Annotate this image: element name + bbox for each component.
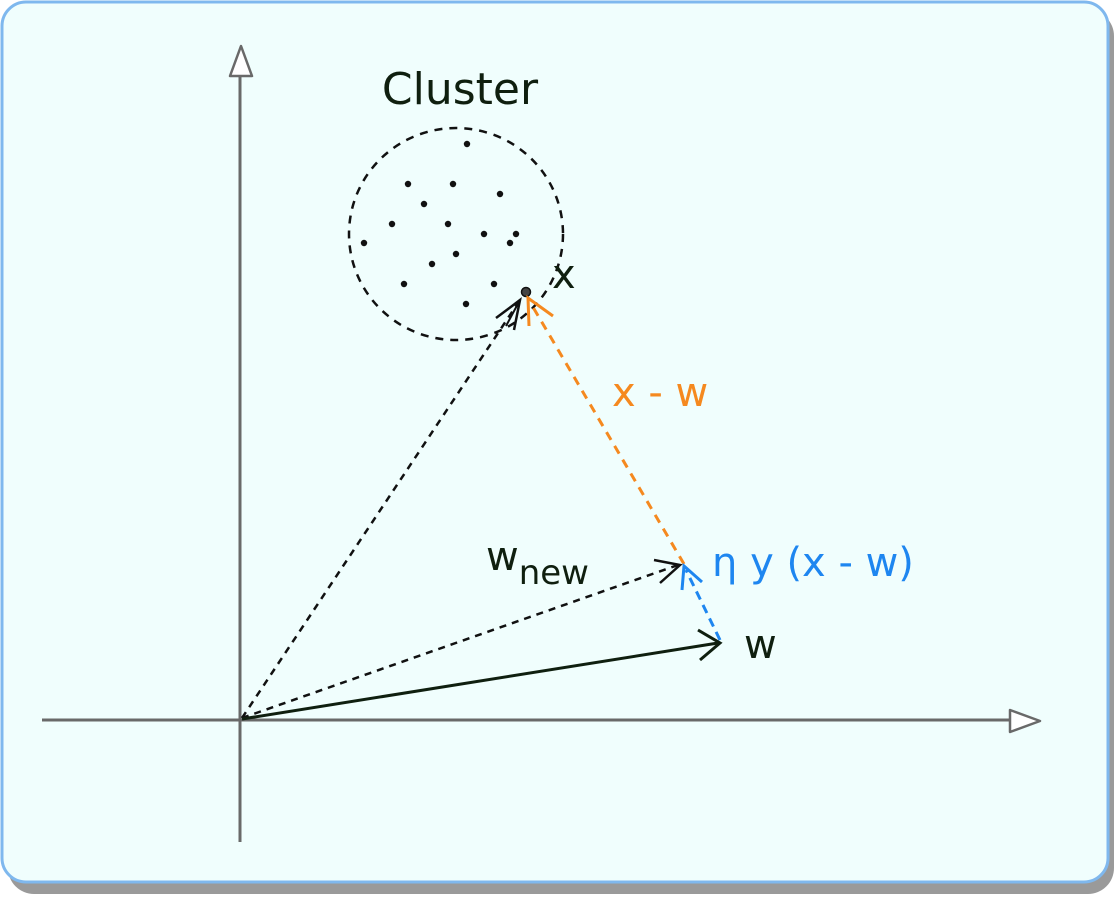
cluster-point [512,230,520,238]
w-new-subscript: new [519,553,589,593]
cluster-point [404,180,412,188]
cluster-point [360,239,368,247]
w-new-label: wnew [486,534,589,593]
arrowhead [526,294,554,327]
cluster-point [462,300,470,308]
cluster-label: Cluster [382,64,539,115]
cluster-point [452,250,460,258]
vector-update-step [680,562,722,641]
cluster-point [463,140,471,148]
x-label: x [552,252,576,298]
cluster-point [428,260,436,268]
x-axis-arrowhead [1008,708,1042,734]
cluster-point [388,220,396,228]
cluster-points [360,140,520,308]
vector-x-minus-w [526,294,686,565]
cluster-point [420,200,428,208]
cluster-point [444,220,452,228]
y-axis-arrowhead [228,44,254,78]
sample-point-x [520,286,532,298]
arrowhead [653,558,683,584]
cluster-point [480,230,488,238]
y-axis [228,44,254,842]
vector-w-new [241,558,683,720]
cluster-point [496,190,504,198]
w-new-base: w [486,534,519,580]
arrowhead [697,628,723,662]
arrowhead [680,562,703,591]
update-step-label: η y (x - w) [712,540,914,586]
cluster-point [506,239,514,247]
vector-origin-to-x [240,297,522,719]
cluster-point [449,180,457,188]
cluster-boundary [347,126,565,342]
panel [0,0,1110,884]
cluster-point [490,280,498,288]
cluster-point [400,280,408,288]
x-axis [42,708,1042,734]
x-minus-w-label: x - w [612,370,708,416]
w-label: w [744,622,777,668]
vector-w [241,628,723,721]
